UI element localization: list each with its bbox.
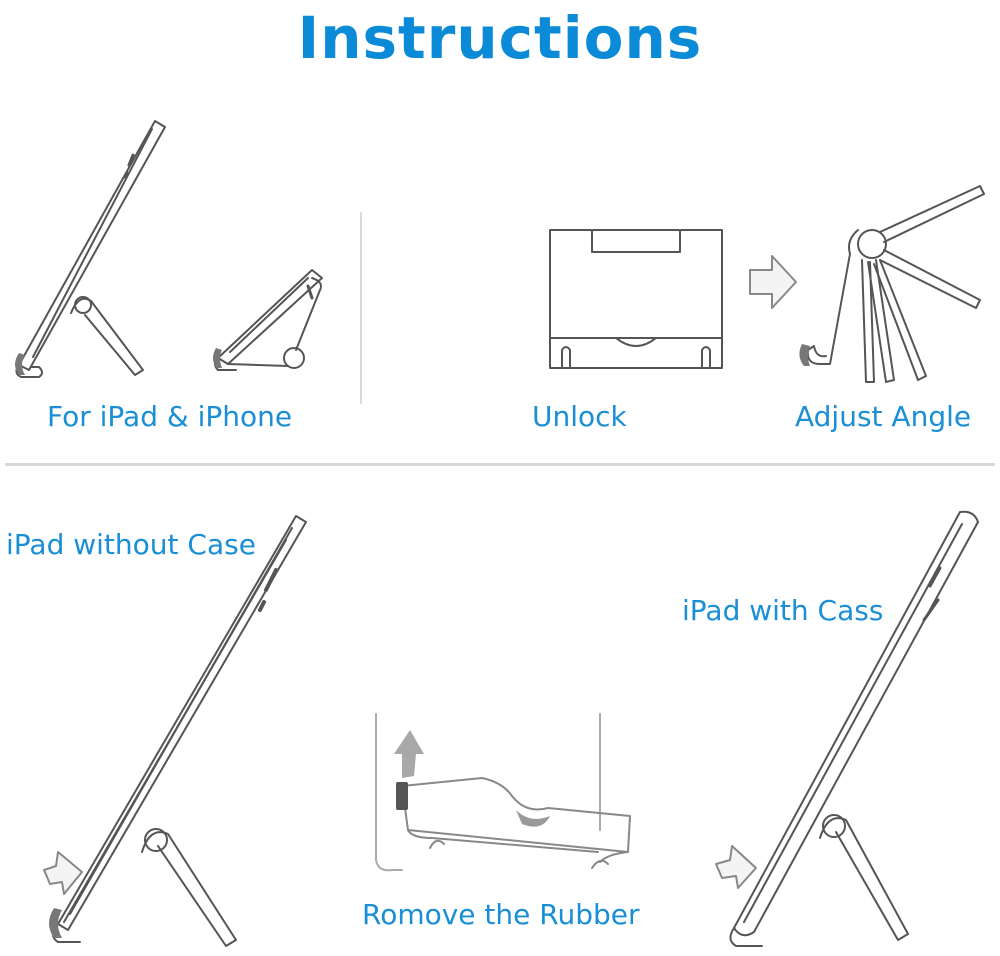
arrow-right-icon	[748, 254, 798, 310]
caption-ipad-with-case: iPad with Cass	[682, 594, 884, 627]
remove-rubber-illustration	[372, 712, 640, 888]
caption-unlock: Unlock	[532, 400, 627, 433]
phone-on-stand-illustration	[213, 268, 338, 376]
folded-stand-illustration	[548, 226, 726, 372]
page-title: Instructions	[297, 4, 703, 72]
adjust-angle-illustration	[799, 180, 986, 386]
tablet-on-stand-illustration	[15, 115, 170, 380]
horizontal-divider	[5, 463, 995, 466]
caption-for-ipad-iphone: For iPad & iPhone	[47, 400, 293, 433]
caption-ipad-without-case: iPad without Case	[6, 528, 256, 561]
ipad-without-case-illustration	[40, 510, 310, 950]
ipad-with-case-illustration	[712, 508, 982, 950]
caption-remove-rubber: Romove the Rubber	[362, 898, 640, 931]
caption-adjust-angle: Adjust Angle	[795, 400, 972, 433]
vertical-divider	[360, 212, 362, 404]
